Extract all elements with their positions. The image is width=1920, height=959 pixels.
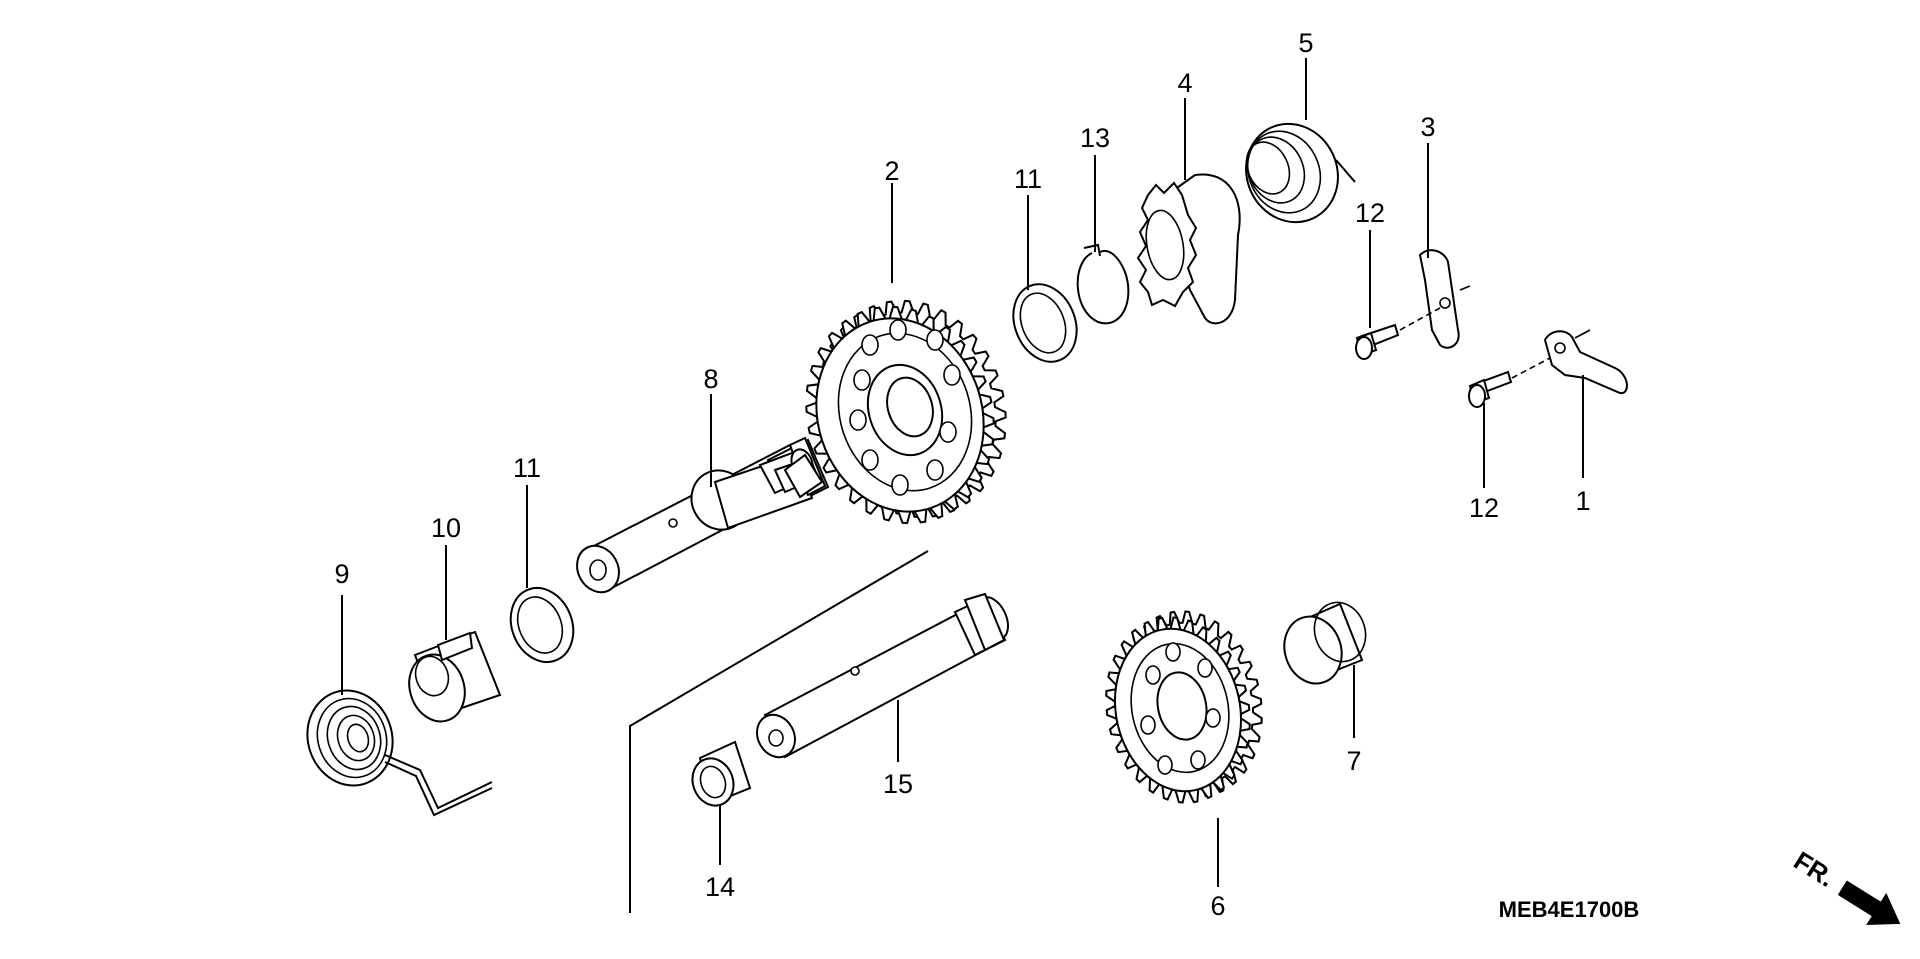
diagram-code: MEB4E1700B — [1499, 897, 1640, 922]
part-11-washer-lower — [509, 587, 575, 663]
label-part-5: 5 — [1298, 28, 1313, 58]
front-indicator-label: FR. — [1789, 845, 1840, 893]
part-12-bolt-upper — [1355, 307, 1441, 360]
part-1-stopper-plate — [1543, 329, 1628, 395]
label-part-14: 14 — [705, 872, 735, 902]
label-part-11-upper: 11 — [1014, 164, 1042, 194]
part-7-bushing — [1283, 601, 1367, 685]
label-part-15: 15 — [883, 769, 913, 799]
part-2-kickstarter-gear — [805, 299, 1007, 525]
label-part-11-lower: 11 — [513, 453, 541, 483]
part-9-return-spring — [306, 689, 493, 817]
part-5-ratchet-spring — [1245, 122, 1356, 224]
front-direction-indicator: FR. — [1789, 845, 1901, 925]
part-6-idle-gear — [1105, 610, 1263, 804]
assembly-divider-line — [629, 550, 929, 913]
front-arrow-icon — [1837, 880, 1901, 925]
label-part-12-upper: 12 — [1355, 198, 1385, 228]
part-15-countershaft — [756, 592, 1010, 759]
label-part-1: 1 — [1575, 486, 1590, 516]
part-14-bushing — [691, 740, 752, 807]
label-part-12-lower: 12 — [1469, 493, 1499, 523]
part-8-kickstarter-spindle — [576, 436, 830, 594]
part-4-ratchet — [1136, 173, 1241, 325]
part-13-circlip — [1076, 243, 1130, 325]
part-11-washer-upper — [1012, 283, 1078, 363]
part-10-spring-guide — [408, 630, 502, 723]
label-part-13: 13 — [1080, 123, 1110, 153]
label-part-4: 4 — [1177, 68, 1192, 98]
label-part-6: 6 — [1210, 891, 1225, 921]
part-3-stopper-plate — [1418, 249, 1471, 349]
label-part-9: 9 — [334, 559, 349, 589]
label-part-7: 7 — [1346, 746, 1361, 776]
label-part-8: 8 — [703, 364, 718, 394]
label-part-10: 10 — [431, 513, 461, 543]
label-part-3: 3 — [1420, 112, 1435, 142]
label-part-2: 2 — [884, 156, 899, 186]
part-12-bolt-lower — [1468, 357, 1551, 408]
